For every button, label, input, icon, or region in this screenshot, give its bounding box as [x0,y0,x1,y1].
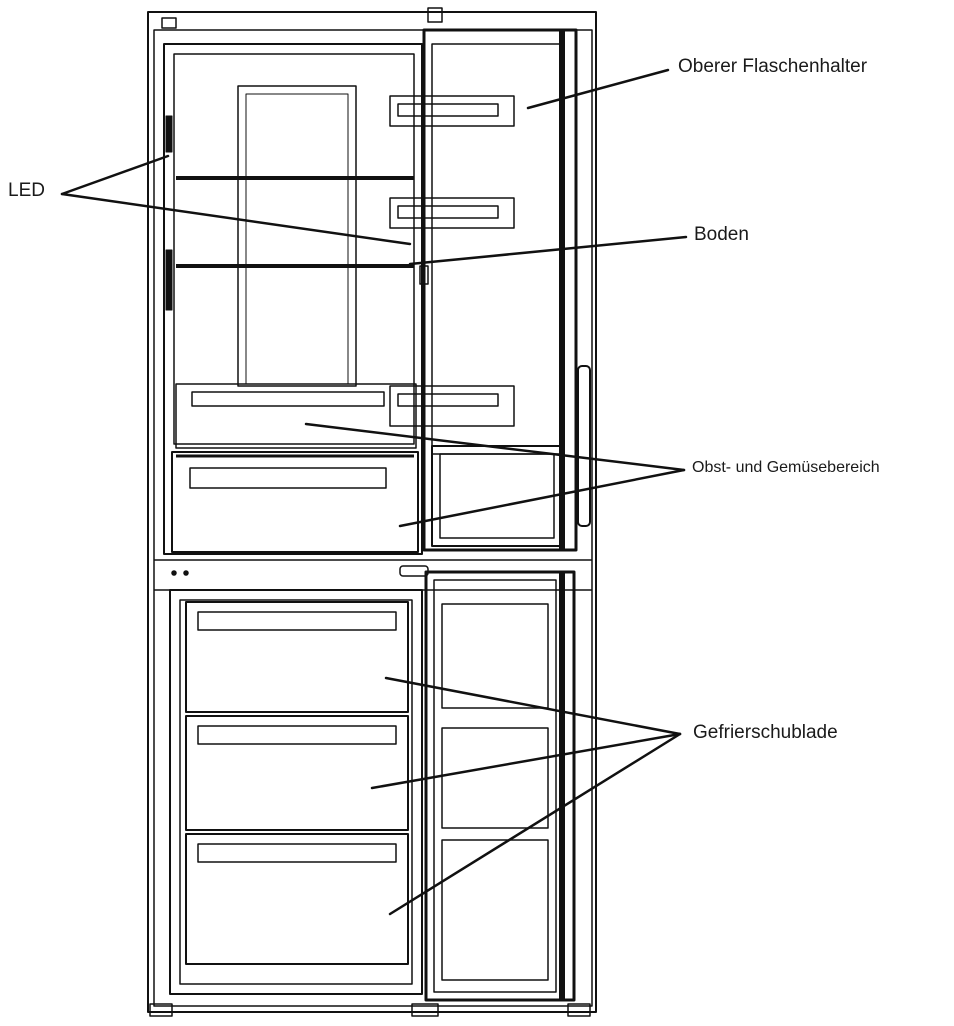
leader-gefrier-2 [370,732,682,790]
leader-gefrier-3 [388,732,682,916]
label-boden: Boden [694,224,749,245]
divider-panel [154,559,592,591]
leader-lines [60,68,688,916]
leader-led-lower [60,192,412,246]
label-gefrierschublade: Gefrierschublade [693,722,838,743]
glass-shelves [176,176,414,268]
crisper-drawer [171,383,419,553]
freezer-door [424,570,576,1002]
fridge-door [389,28,591,552]
leader-obst-upper [304,422,686,472]
label-led: LED [8,180,45,201]
leader-led-upper [60,154,170,196]
fridge-compartment [163,43,423,555]
leader-boden [408,235,688,266]
leader-gefrier-1 [384,676,682,736]
leader-obst-lower [398,468,686,528]
leader-flaschenhalter [526,68,670,110]
label-obst-und-gemuesebereich: Obst- und Gemüsebereich [692,459,880,476]
freezer-compartment [169,589,423,995]
cabinet-outline [147,7,597,1017]
label-oberer-flaschenhalter: Oberer Flaschenhalter [678,56,868,77]
freezer-drawers [185,601,409,965]
